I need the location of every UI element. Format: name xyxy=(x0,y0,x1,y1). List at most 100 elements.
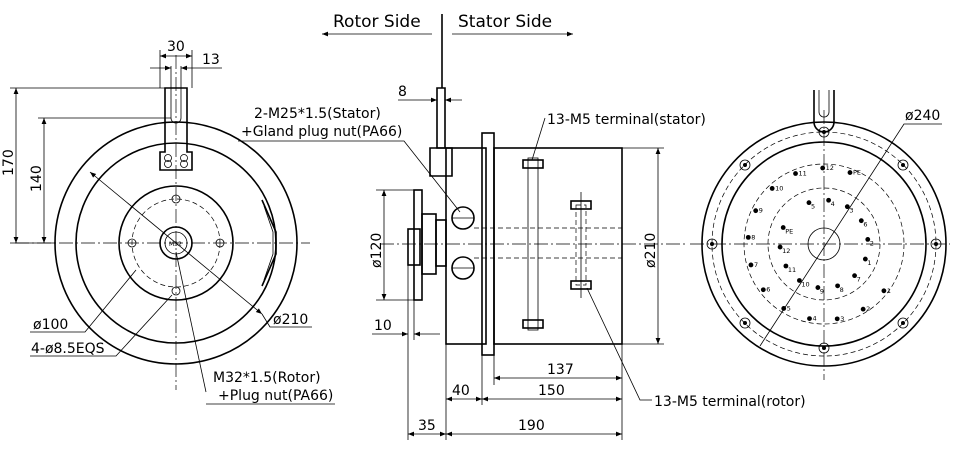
rotor-terminal-label: 13-M5 terminal(rotor) xyxy=(654,394,806,410)
terminal-label: 10 xyxy=(801,280,809,288)
terminal-label: 5 xyxy=(787,304,791,312)
terminal-label: 2 xyxy=(870,239,874,247)
terminal-dot xyxy=(806,200,812,206)
terminal-dot xyxy=(796,278,802,283)
dim-30: 30 xyxy=(167,39,185,55)
hub-label: M32 xyxy=(169,241,182,248)
bracket-slot xyxy=(170,88,182,124)
leader-stator-gland xyxy=(238,140,461,213)
terminal-label: PE xyxy=(853,169,861,177)
terminal-label: 4 xyxy=(831,200,835,208)
terminal-label: 10 xyxy=(775,184,783,192)
leader-d210 xyxy=(261,313,312,328)
terminal-dot xyxy=(815,285,821,290)
stator-gland-label: 2-M25*1.5(Stator) xyxy=(254,106,381,122)
terminal-label: PE xyxy=(785,228,793,236)
terminal-label: 7 xyxy=(754,261,758,269)
bracket-screw-3 xyxy=(164,160,172,168)
terminal-label: 3 xyxy=(840,315,844,323)
dim-150: 150 xyxy=(538,383,565,399)
terminal-dot xyxy=(780,225,786,230)
terminal-dot xyxy=(753,208,759,214)
terminal-dot xyxy=(865,237,871,242)
terminal-dot xyxy=(847,170,853,175)
dim-10: 10 xyxy=(374,318,392,334)
terminal-dot xyxy=(826,197,831,203)
stator-bracket xyxy=(436,87,446,149)
terminal-label: 3 xyxy=(849,207,853,215)
dim-d210-left: ø210 xyxy=(273,312,308,328)
housing-front xyxy=(445,147,487,345)
stator-terminal-label: 13-M5 terminal(stator) xyxy=(547,112,706,128)
terminal-dot xyxy=(793,171,798,176)
dim-137: 137 xyxy=(547,362,574,378)
right-shaft-circle xyxy=(807,227,841,261)
side-gland-outline xyxy=(261,199,277,287)
terminal-dot xyxy=(834,316,840,322)
terminal-dot xyxy=(852,273,857,279)
terminal-dot xyxy=(844,204,850,210)
rotor-plug-label: +Plug nut(PA66) xyxy=(218,388,333,404)
terminal-dot xyxy=(777,244,783,250)
header: Rotor Side Stator Side xyxy=(322,12,573,88)
terminal-label: 12 xyxy=(826,164,834,172)
right-outer-terminal-ring xyxy=(743,163,905,325)
terminal-label: 11 xyxy=(788,266,796,274)
stator-terminal-top xyxy=(522,159,544,169)
rotor-neck xyxy=(435,219,447,267)
terminal-label: 2 xyxy=(866,305,870,313)
bracket-base xyxy=(429,147,453,177)
terminal-dot xyxy=(860,306,866,312)
leader-stator-terminal xyxy=(531,117,546,161)
dim-8: 8 xyxy=(398,84,407,100)
terminal-label: 1 xyxy=(887,287,891,295)
bracket-screw-2 xyxy=(180,154,188,162)
right-bracket-slot xyxy=(818,90,830,118)
dim-35: 35 xyxy=(418,418,436,434)
terminal-label: 1 xyxy=(867,259,871,267)
dim-d100: ø100 xyxy=(33,317,68,333)
dim-170: 170 xyxy=(1,149,17,176)
stator-gland-plug-label: +Gland plug nut(PA66) xyxy=(241,124,402,140)
right-bolts xyxy=(706,126,942,354)
side-gland-inner xyxy=(263,205,274,281)
stator-side-label: Stator Side xyxy=(458,12,552,32)
right-inner-terminal-ring xyxy=(767,187,881,301)
terminal-dot xyxy=(769,186,775,191)
terminal-dot xyxy=(820,165,826,171)
dim-40: 40 xyxy=(452,383,470,399)
leader-d100 xyxy=(30,269,137,333)
rotor-side-label: Rotor Side xyxy=(333,12,421,32)
bracket-screw-1 xyxy=(164,154,172,162)
terminal-label: 11 xyxy=(799,170,807,178)
bracket-screw-4 xyxy=(180,160,188,168)
terminal-dot xyxy=(781,306,787,311)
leader-rotor-thread xyxy=(175,251,207,393)
dim-d210-side: ø210 xyxy=(643,233,659,268)
dim-holes: 4-ø8.5EQS xyxy=(31,341,105,357)
terminal-label: 4 xyxy=(812,315,816,323)
dim-d120: ø120 xyxy=(369,233,385,268)
terminal-label: 8 xyxy=(840,286,844,294)
dim-d240: ø240 xyxy=(905,108,940,124)
terminal-label: 9 xyxy=(759,207,763,215)
terminal-dot xyxy=(783,263,789,269)
terminal-dot xyxy=(858,218,864,224)
leader-holes xyxy=(30,294,173,357)
housing-body xyxy=(493,147,623,345)
terminal-label: 6 xyxy=(766,286,770,294)
terminal-label: 7 xyxy=(857,276,861,284)
terminal-dot xyxy=(760,287,766,293)
rotor-thread-label: M32*1.5(Rotor) xyxy=(213,370,321,386)
stator-terminal-bottom xyxy=(522,319,544,329)
terminal-dot xyxy=(835,283,840,289)
terminal-label: 12 xyxy=(782,247,790,255)
terminal-dot xyxy=(862,256,868,262)
right-outer-circle xyxy=(701,121,947,367)
dim-13: 13 xyxy=(202,52,220,68)
terminal-label: 6 xyxy=(863,221,867,229)
right-bracket-outer xyxy=(813,90,835,133)
side-section-view: 8 2-M25*1.5(Stator) +Gland plug nut(PA66… xyxy=(238,84,806,440)
